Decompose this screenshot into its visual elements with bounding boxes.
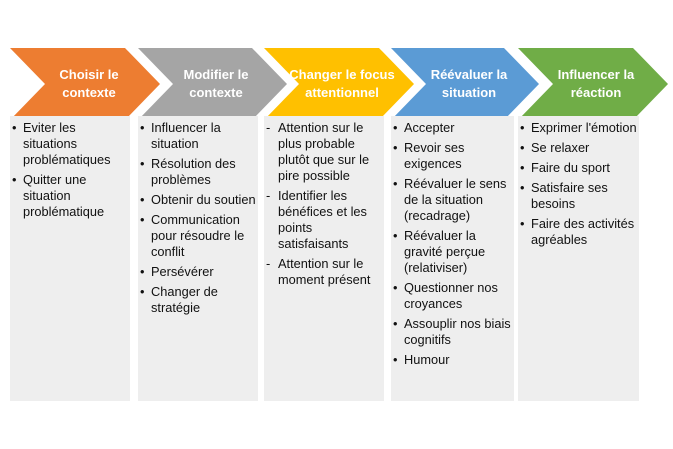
list-item: -Attention sur le moment présent	[266, 256, 371, 287]
list-item: •Se relaxer	[520, 140, 590, 155]
panel-influencer: •Exprimer l'émotion •Se relaxer •Faire d…	[518, 116, 639, 401]
arrow-influencer	[518, 48, 668, 120]
list-item: •Faire du sport	[520, 160, 610, 175]
bullet-marker: •	[393, 352, 398, 367]
list-item: -Attention sur le plus probable plutôt q…	[266, 120, 370, 183]
list-item: •Obtenir du soutien	[140, 192, 256, 207]
bullet-marker: •	[393, 316, 398, 331]
list-item: •Humour	[393, 352, 450, 367]
bullet-marker: •	[140, 156, 145, 171]
list-item: •Persévérer	[140, 264, 214, 279]
list-item: •Eviter les situations problématiques	[12, 120, 111, 167]
bullet-marker: •	[520, 120, 525, 135]
arrow-changer	[264, 48, 414, 120]
bullet-marker: •	[140, 120, 145, 135]
list-item: •Faire des activités agréables	[520, 216, 635, 247]
dash-marker: -	[266, 120, 271, 135]
list-item: •Exprimer l'émotion	[520, 120, 637, 135]
bullet-marker: •	[393, 176, 398, 191]
list-item: •Questionner nos croyances	[393, 280, 498, 311]
bullet-marker: •	[12, 120, 17, 135]
dash-marker: -	[266, 256, 271, 271]
bullet-marker: •	[520, 160, 525, 175]
list-item: •Changer de stratégie	[140, 284, 218, 315]
list-choisir: •Eviter les situations problématiques •Q…	[10, 120, 130, 220]
bullet-marker: •	[393, 120, 398, 135]
bullet-marker: •	[393, 140, 398, 155]
list-modifier: •Influencer la situation •Résolution des…	[138, 120, 258, 316]
arrow-modifier	[138, 48, 287, 120]
bullet-marker: •	[520, 140, 525, 155]
bullet-marker: •	[393, 280, 398, 295]
list-item: •Communication pour résoudre le conflit	[140, 212, 245, 259]
list-item: •Assouplir nos biais cognitifs	[393, 316, 511, 347]
list-item: -Identifier les bénéfices et les points …	[266, 188, 367, 251]
panel-modifier: •Influencer la situation •Résolution des…	[138, 116, 258, 401]
step-title-choisir: Choisir le contexte	[59, 67, 119, 100]
bullet-marker: •	[520, 180, 525, 195]
bullet-marker: •	[393, 228, 398, 243]
bullet-marker: •	[520, 216, 525, 231]
list-changer: -Attention sur le plus probable plutôt q…	[264, 120, 384, 288]
bullet-marker: •	[12, 172, 17, 187]
dash-marker: -	[266, 188, 271, 203]
panel-choisir: •Eviter les situations problématiques •Q…	[10, 116, 130, 401]
list-item: •Influencer la situation	[140, 120, 221, 151]
list-item: •Réévaluer la gravité perçue (relativise…	[393, 228, 486, 275]
step-title-influencer: Influencer la réaction	[557, 67, 635, 100]
list-item: •Résolution des problèmes	[140, 156, 236, 187]
list-item: •Satisfaire ses besoins	[520, 180, 608, 211]
panel-changer: -Attention sur le plus probable plutôt q…	[264, 116, 384, 401]
arrow-choisir	[10, 48, 160, 120]
step-title-changer: Changer le focus attentionnel	[289, 67, 395, 100]
list-influencer: •Exprimer l'émotion •Se relaxer •Faire d…	[518, 120, 639, 248]
list-reevaluer: •Accepter •Revoir ses exigences •Réévalu…	[391, 120, 514, 368]
bullet-marker: •	[140, 192, 145, 207]
step-title-modifier: Modifier le contexte	[183, 67, 249, 100]
bullet-marker: •	[140, 284, 145, 299]
list-item: •Accepter	[393, 120, 455, 135]
step-title-reevaluer: Réévaluer la situation	[430, 67, 508, 100]
bullet-marker: •	[140, 212, 145, 227]
bullet-marker: •	[140, 264, 145, 279]
list-item: •Quitter une situation problématique	[12, 172, 105, 219]
list-item: •Revoir ses exigences	[393, 140, 465, 171]
arrow-reevaluer	[391, 48, 539, 120]
panel-reevaluer: •Accepter •Revoir ses exigences •Réévalu…	[391, 116, 514, 401]
list-item: •Réévaluer le sens de la situation (reca…	[393, 176, 507, 223]
